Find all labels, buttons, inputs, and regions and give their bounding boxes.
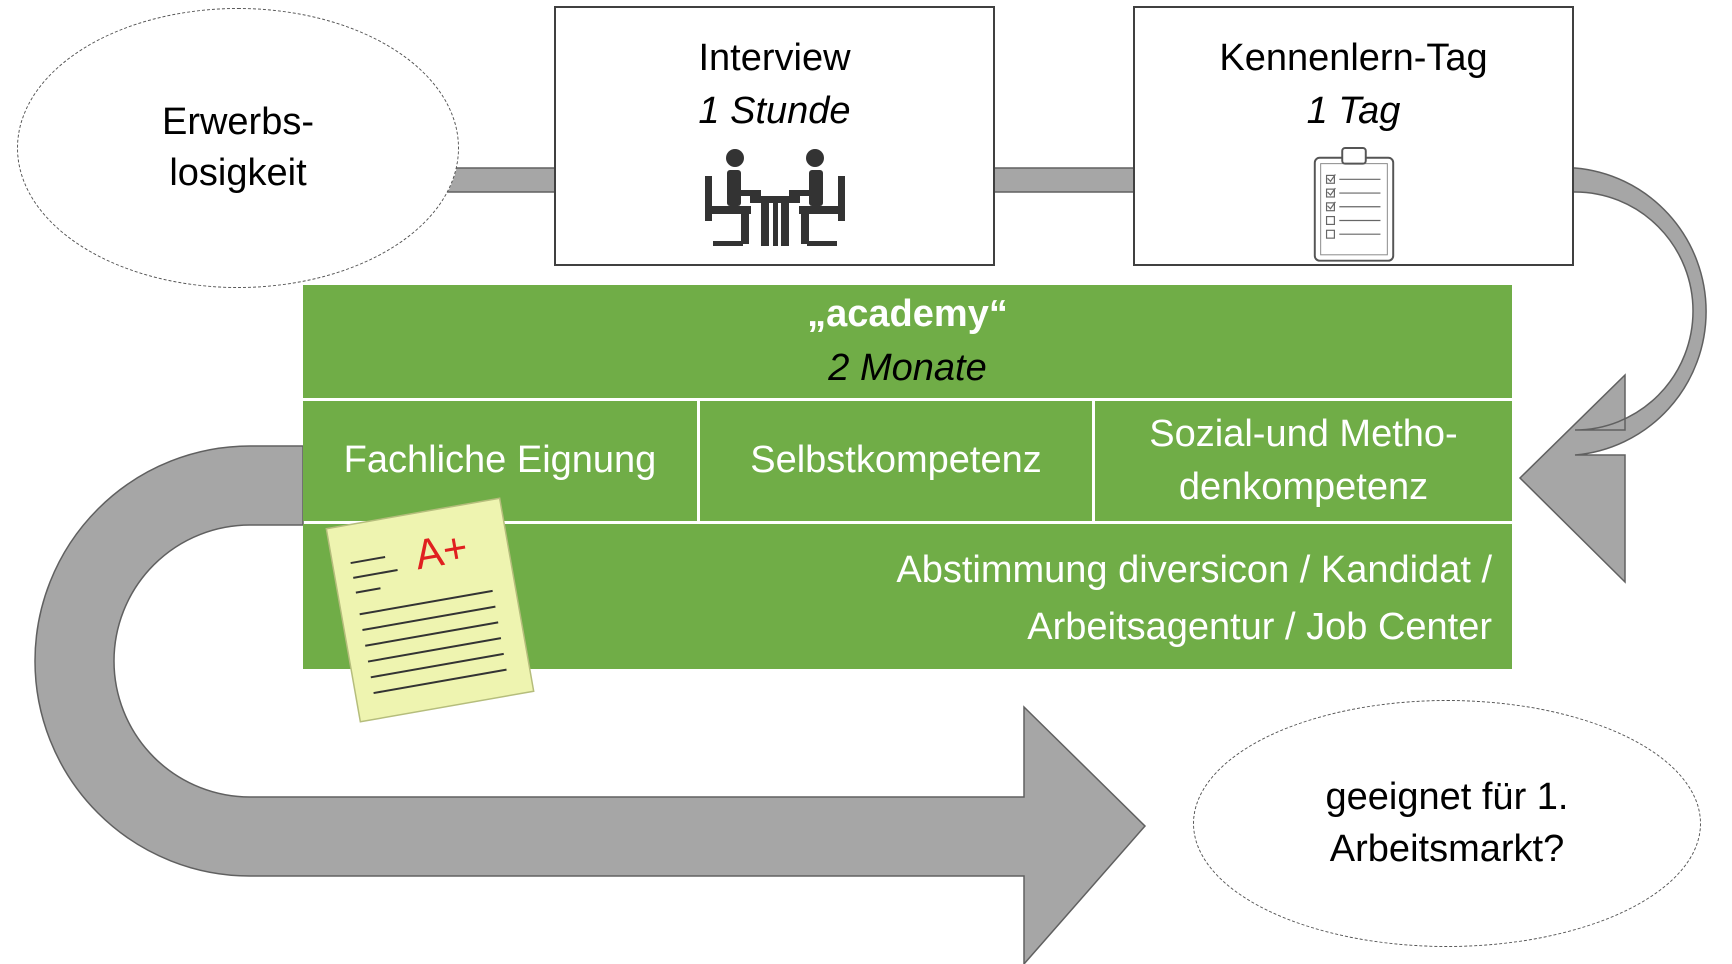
academy-title: „academy“ — [807, 293, 1008, 336]
grade-text: A+ — [411, 523, 471, 578]
end-line2: Arbeitsmarkt? — [1329, 827, 1565, 870]
interview-duration: 1 Stunde — [698, 90, 851, 133]
clipboard-checklist-icon — [1313, 147, 1394, 263]
academy-footer-line2: Arbeitsagentur / Job Center — [1027, 606, 1492, 648]
graded-paper-icon: A+ — [324, 496, 536, 724]
interview-title: Interview — [698, 37, 851, 79]
kennenlern-title: Kennenlern-Tag — [1219, 37, 1488, 79]
academy-column-selbst-label: Selbstkompetenz — [750, 439, 1042, 482]
academy-header: „academy“ 2 Monate — [303, 285, 1512, 398]
academy-column-fachliche-label: Fachliche Eignung — [343, 439, 657, 482]
interview-box: Interview 1 Stunde — [554, 6, 995, 266]
graded-paper-graphic: A+ — [325, 497, 535, 723]
kennenlern-box: Kennenlern-Tag 1 Tag — [1133, 6, 1574, 266]
end-ellipse: geeignet für 1. Arbeitsmarkt? — [1193, 700, 1701, 947]
flow-arrow-lower-shape — [34, 445, 1147, 964]
academy-column-sozial-label: Sozial-und Metho- denkompetenz — [1149, 412, 1458, 508]
academy-column-selbst: Selbstkompetenz — [700, 401, 1092, 521]
academy-footer-line1: Abstimmung diversicon / Kandidat / — [896, 549, 1492, 591]
end-line1: geeignet für 1. — [1325, 776, 1569, 819]
kennenlern-duration: 1 Tag — [1306, 90, 1401, 133]
interview-meeting-icon — [704, 149, 845, 247]
flow-arrow-shape — [379, 167, 1707, 584]
start-line1: Erwerbs- — [161, 100, 315, 143]
academy-column-sozial: Sozial-und Metho- denkompetenz — [1095, 401, 1512, 521]
start-ellipse: Erwerbs- losigkeit — [17, 8, 459, 288]
academy-duration: 2 Monate — [828, 346, 987, 389]
start-line2: losigkeit — [169, 152, 307, 194]
